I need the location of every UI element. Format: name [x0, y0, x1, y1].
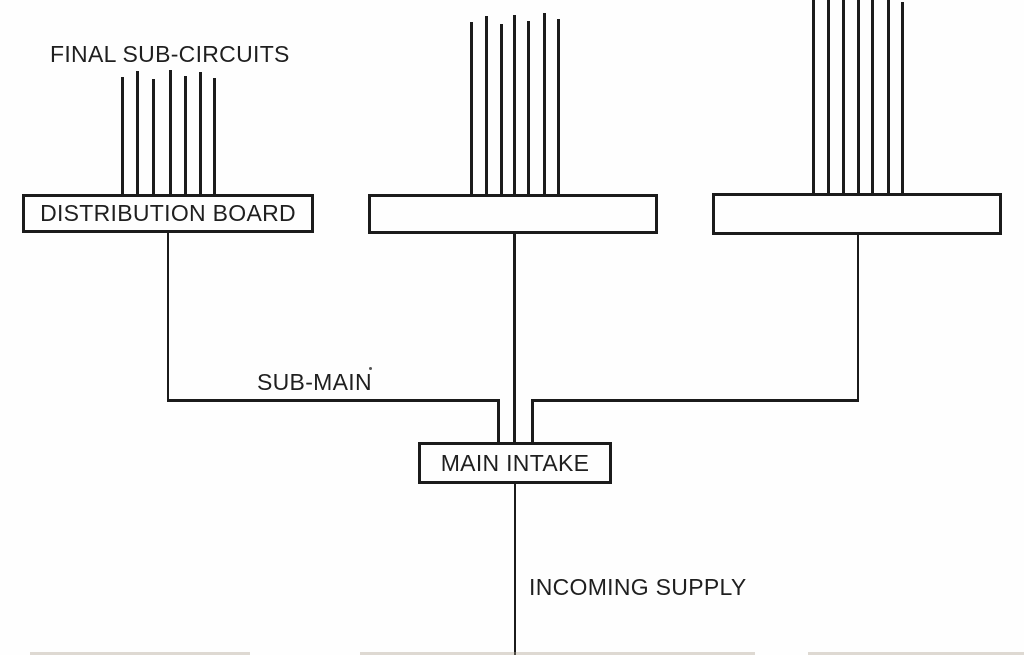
final-sub-circuit-line-board1	[213, 78, 216, 195]
wire-left-board-drop	[166, 232, 169, 401]
wire-middle-board-drop	[513, 233, 516, 443]
final-sub-circuit-line-board2	[557, 19, 560, 195]
wire-sub-main-right-drop	[531, 399, 534, 443]
scan-artifact	[360, 652, 755, 655]
final-sub-circuit-line-board2	[485, 16, 488, 195]
wire-sub-main-right	[531, 399, 859, 402]
final-sub-circuit-line-board3	[887, 0, 890, 194]
final-sub-circuit-line-board3	[827, 0, 830, 194]
scan-artifact	[808, 652, 1024, 655]
incoming-supply-label: INCOMING SUPPLY	[529, 574, 747, 600]
sub-main-label: SUB-MAIN	[257, 369, 372, 395]
final-sub-circuit-line-board1	[121, 77, 124, 195]
final-sub-circuit-line-board1	[184, 76, 187, 195]
wire-sub-main-left	[166, 399, 500, 402]
final-sub-circuit-line-board3	[812, 0, 815, 194]
final-sub-circuit-line-board2	[500, 24, 503, 195]
final-sub-circuits-label: FINAL SUB-CIRCUITS	[50, 41, 290, 67]
wire-sub-main-left-drop	[497, 399, 500, 443]
final-sub-circuit-line-board2	[470, 22, 473, 195]
final-sub-circuit-line-board3	[901, 2, 904, 194]
final-sub-circuit-line-board3	[842, 0, 845, 194]
wire-right-board-drop	[856, 234, 859, 401]
final-sub-circuit-line-board2	[513, 15, 516, 195]
final-sub-circuit-line-board3	[857, 0, 860, 194]
final-sub-circuit-line-board1	[152, 79, 155, 195]
final-sub-circuit-line-board1	[169, 70, 172, 195]
main-intake-label: MAIN INTAKE	[440, 449, 590, 476]
final-sub-circuit-line-board2	[543, 13, 546, 195]
distribution-board-box-3	[712, 193, 1002, 235]
final-sub-circuit-line-board3	[871, 0, 874, 194]
scan-artifact	[30, 652, 250, 655]
distribution-board-box-2	[368, 194, 658, 234]
final-sub-circuit-line-board1	[199, 72, 202, 195]
distribution-board-label: DISTRIBUTION BOARD	[40, 200, 296, 226]
scan-speck	[369, 367, 372, 370]
wire-incoming-supply	[513, 483, 516, 655]
final-sub-circuit-line-board2	[527, 21, 530, 195]
distribution-board-box-1: DISTRIBUTION BOARD	[22, 194, 314, 233]
final-sub-circuit-line-board1	[136, 71, 139, 195]
main-intake-box: MAIN INTAKE	[418, 442, 612, 484]
